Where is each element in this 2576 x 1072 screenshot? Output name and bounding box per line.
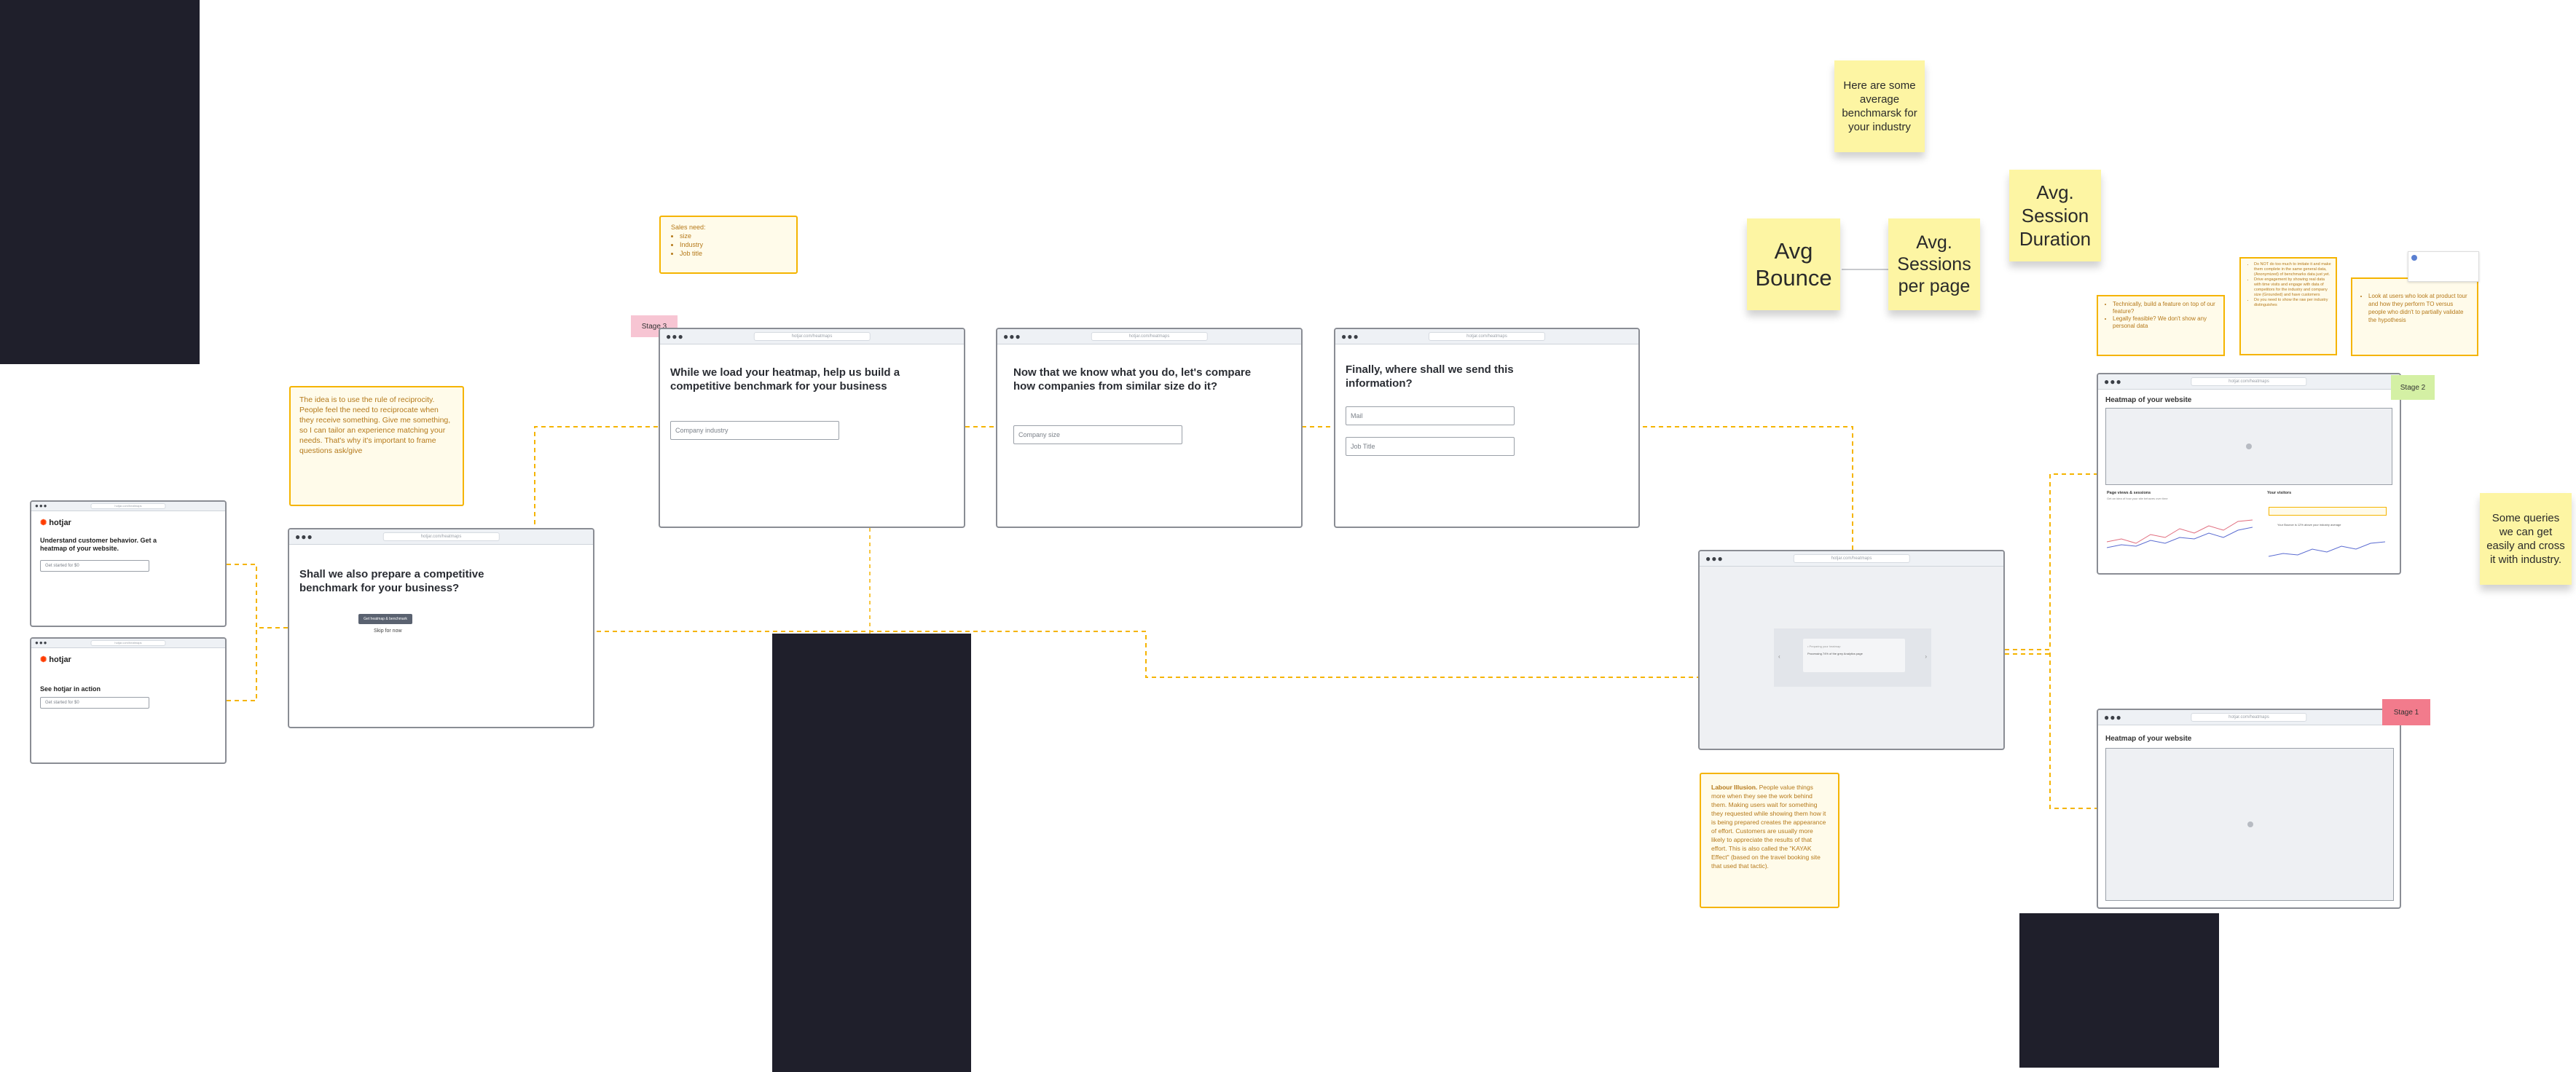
alert-banner xyxy=(2269,507,2387,516)
sales-need-item: size xyxy=(680,232,786,240)
landing-page-frame-1: ●●●hotjar.com/heatmaps ✺ hotjar Understa… xyxy=(30,500,227,627)
alert-text: Your Bounce is 12% above your industry a… xyxy=(2277,523,2341,527)
signup-input[interactable]: Get started for $0 xyxy=(40,560,149,572)
sales-need-item: Job title xyxy=(680,249,786,258)
company-size-input[interactable]: Company size xyxy=(1013,425,1182,444)
email-input[interactable]: Mail xyxy=(1346,406,1515,425)
hotjar-logo-icon: ✺ xyxy=(40,519,47,527)
chevron-right-icon[interactable]: › xyxy=(1925,653,1927,660)
metric-title: Page views & sessions xyxy=(2107,491,2151,495)
stage-1-heatmap-panel xyxy=(2105,748,2394,901)
stage-2-tag: Stage 2 xyxy=(2391,375,2435,400)
labour-illusion-note: Labour Illusion. People value things mor… xyxy=(1700,773,1839,908)
sales-need-note: Sales need: size Industry Job title xyxy=(659,216,798,274)
landing-page-frame-2: ●●●hotjar.com/heatmaps ✺ hotjar See hotj… xyxy=(30,637,227,764)
queries-sticky: Some queries we can get easily and cross… xyxy=(2480,493,2572,585)
dark-block-top-left xyxy=(0,0,200,364)
hotjar-logo-icon: ✺ xyxy=(40,655,47,664)
signup-input[interactable]: Get started for $0 xyxy=(40,697,149,709)
loading-line-1: • Preparing your heatmap xyxy=(1807,645,1841,648)
avatar-card xyxy=(2408,251,2479,282)
landing-headline: Understand customer behavior. Get a heat… xyxy=(40,537,157,552)
loading-heatmap-frame: ●●●hotjar.com/heatmaps ‹ › • Preparing y… xyxy=(1698,550,2005,750)
series-a-line xyxy=(2107,519,2253,544)
size-question: Now that we know what you do, let's comp… xyxy=(1013,366,1252,393)
dark-block-bottom-center xyxy=(772,634,971,1072)
metric-subtitle: Get an idea of how your site behaves ove… xyxy=(2107,497,2168,500)
validation-note: Look at users who look at product tour a… xyxy=(2351,277,2478,356)
visitors-line-chart xyxy=(2269,541,2385,557)
stage-1-tag: Stage 1 xyxy=(2382,699,2430,725)
landing-headline: See hotjar in action xyxy=(40,685,101,693)
sales-need-title: Sales need: xyxy=(671,224,706,231)
avatar xyxy=(2411,255,2417,261)
stage-1-dashboard-frame: ●●●hotjar.com/heatmaps Heatmap of your w… xyxy=(2097,709,2401,909)
company-industry-input[interactable]: Company industry xyxy=(670,421,839,440)
contact-step-frame: ●●●hotjar.com/heatmaps Finally, where sh… xyxy=(1334,328,1640,528)
stage-1-title: Heatmap of your website xyxy=(2105,735,2192,743)
data-strategy-item: Do NOT do too much to imitate it and mak… xyxy=(2254,262,2331,277)
job-title-input[interactable]: Job Title xyxy=(1346,437,1515,456)
sales-need-item: Industry xyxy=(680,240,786,249)
labour-note-bold: Labour Illusion. xyxy=(1711,784,1758,791)
skip-link[interactable]: Skip for now xyxy=(374,628,402,634)
brand-name: hotjar xyxy=(49,655,71,664)
brand-name: hotjar xyxy=(49,519,71,527)
data-strategy-note: Do NOT do too much to imitate it and mak… xyxy=(2239,257,2337,355)
avg-duration-sticky: Avg. Session Duration xyxy=(2009,170,2101,261)
get-benchmark-button[interactable]: Get heatmap & benchmark xyxy=(358,614,412,624)
chevron-left-icon[interactable]: ‹ xyxy=(1778,653,1780,660)
stage-2-dashboard-frame: ●●●hotjar.com/heatmaps Heatmap of your w… xyxy=(2097,373,2401,575)
size-step-frame: ●●●hotjar.com/heatmaps Now that we know … xyxy=(996,328,1303,528)
labour-note-text: People value things more when they see t… xyxy=(1711,784,1826,870)
series-c-line xyxy=(2269,541,2385,557)
industry-step-frame: ●●●hotjar.com/heatmaps While we load you… xyxy=(659,328,965,528)
data-strategy-item: Drive engagement by showing real data wi… xyxy=(2254,277,2331,298)
technical-note: Technically, build a feature on top of o… xyxy=(2097,295,2225,356)
loading-panel: ‹ › • Preparing your heatmap Processing … xyxy=(1774,628,1931,687)
benchmarks-sticky: Here are some average benchmarsk for you… xyxy=(1834,60,1925,152)
alerts-title: Your visitors xyxy=(2267,491,2292,495)
avg-sessions-sticky: Avg. Sessions per page xyxy=(1888,218,1980,310)
avg-bounce-sticky: Avg Bounce xyxy=(1747,218,1840,310)
loading-line-2: Processing 74% of the grey Analytics pag… xyxy=(1807,652,1863,655)
benchmark-question: Shall we also prepare a competitive benc… xyxy=(299,568,484,594)
benchmark-offer-frame: ●●●hotjar.com/heatmaps Shall we also pre… xyxy=(288,528,594,728)
stage-2-heatmap-panel xyxy=(2105,408,2392,485)
sessions-line-chart xyxy=(2107,519,2253,548)
technical-note-item: Legally feasible? We don't show any pers… xyxy=(2113,315,2218,330)
dark-block-bottom-right xyxy=(2019,913,2219,1068)
data-strategy-item: Do you need to show the raw per industry… xyxy=(2254,298,2331,308)
contact-question: Finally, where shall we send this inform… xyxy=(1346,363,1514,390)
technical-note-item: Technically, build a feature on top of o… xyxy=(2113,301,2218,315)
reciprocity-note: The idea is to use the rule of reciproci… xyxy=(289,386,464,506)
validation-note-item: Look at users who look at product tour a… xyxy=(2368,292,2470,324)
series-b-line xyxy=(2107,527,2253,548)
stage-2-title: Heatmap of your website xyxy=(2105,396,2192,404)
industry-question: While we load your heatmap, help us buil… xyxy=(670,366,900,393)
